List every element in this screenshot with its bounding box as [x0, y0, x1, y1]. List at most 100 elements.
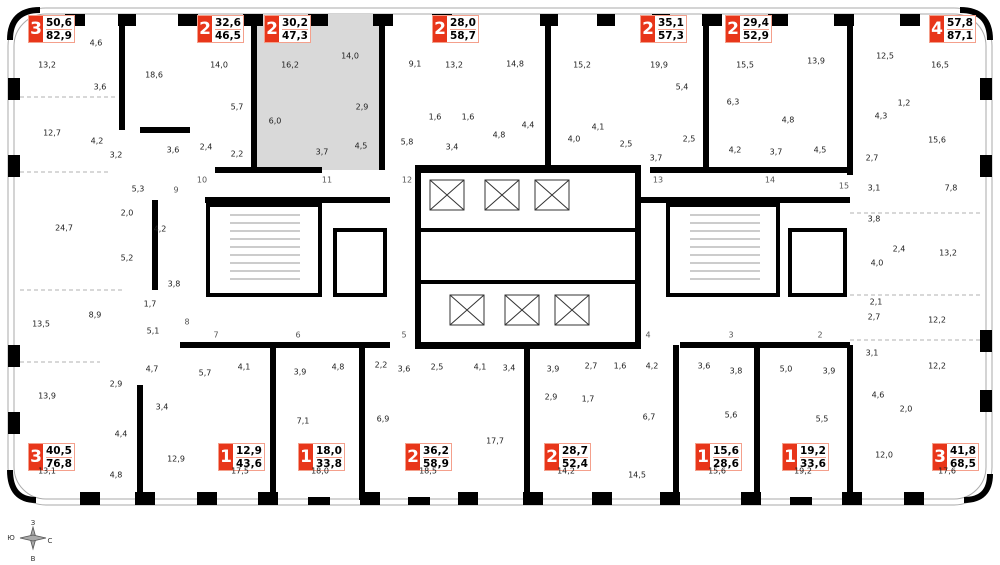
outer-facade [7, 7, 993, 506]
total-area: 28,6 [713, 457, 739, 470]
total-area: 68,5 [950, 457, 976, 470]
apartment-number: 3 [728, 330, 734, 340]
room-area-label: 4,6 [871, 390, 885, 400]
stairs [230, 214, 760, 280]
room-area-label: 13,5 [32, 319, 50, 329]
room-area-label: 15,6 [928, 135, 946, 145]
apartment-number: 2 [817, 330, 823, 340]
room-area-label: 4,2 [728, 145, 742, 155]
room-area-label: 4,4 [114, 429, 128, 439]
room-area-label: 19,9 [650, 60, 668, 70]
living-area: 32,6 [215, 16, 241, 30]
living-area: 57,8 [947, 16, 973, 30]
room-area-label: 5,1 [146, 326, 160, 336]
room-area-label: 19,2 [794, 466, 812, 476]
room-area-label: 3,6 [93, 82, 107, 92]
room-area-label: 4,8 [331, 362, 345, 372]
living-area: 30,2 [282, 16, 308, 30]
room-area-label: 13,9 [38, 391, 56, 401]
room-area-label: 3,1 [867, 183, 881, 193]
room-area-label: 2,4 [892, 244, 906, 254]
total-area: 47,3 [282, 29, 308, 42]
room-area-label: 5,0 [779, 364, 793, 374]
room-count: 3 [933, 444, 947, 470]
room-area-label: 4,8 [492, 130, 506, 140]
room-area-label: 4,7 [145, 364, 159, 374]
room-area-label: 7,8 [944, 183, 958, 193]
apartment-number: 12 [401, 175, 413, 185]
elevators [429, 179, 590, 326]
compass [19, 525, 47, 551]
room-area-label: 15,2 [573, 60, 591, 70]
living-area: 41,8 [950, 444, 976, 458]
room-area-label: 3,7 [769, 147, 783, 157]
room-area-label: 2,7 [867, 312, 881, 322]
room-area-label: 4,6 [89, 38, 103, 48]
room-area-label: 4,4 [521, 120, 535, 130]
room-area-label: 2,9 [544, 392, 558, 402]
room-area-label: 2,4 [199, 142, 213, 152]
room-area-label: 2,5 [619, 139, 633, 149]
room-area-label: 12,9 [167, 454, 185, 464]
room-count: 2 [433, 16, 447, 42]
columns [8, 14, 992, 505]
room-area-label: 4,2 [153, 224, 167, 234]
room-area-label: 3,6 [697, 361, 711, 371]
core [206, 203, 847, 297]
total-area: 58,7 [450, 29, 476, 42]
room-area-label: 1,2 [897, 98, 911, 108]
room-area-label: 2,5 [430, 362, 444, 372]
room-area-label: 15,6 [708, 466, 726, 476]
room-area-label: 4,5 [813, 145, 827, 155]
room-area-label: 17,5 [231, 466, 249, 476]
room-area-label: 3,4 [502, 363, 516, 373]
room-area-label: 12,0 [875, 450, 893, 460]
room-area-label: 3,8 [867, 214, 881, 224]
room-area-label: 3,9 [822, 366, 836, 376]
room-area-label: 2,9 [355, 102, 369, 112]
total-area: 52,9 [743, 29, 769, 42]
room-count: 4 [930, 16, 944, 42]
room-area-label: 3,9 [546, 364, 560, 374]
compass-north-label: З [30, 519, 36, 527]
room-area-label: 5,7 [230, 102, 244, 112]
apartment-number: 15 [838, 181, 850, 191]
room-count: 3 [29, 16, 43, 42]
room-area-label: 3,1 [865, 348, 879, 358]
room-area-label: 17,6 [938, 466, 956, 476]
room-area-label: 4,2 [90, 136, 104, 146]
room-area-label: 16,5 [931, 60, 949, 70]
total-area: 33,6 [800, 457, 826, 470]
room-area-label: 2,1 [869, 297, 883, 307]
compass-east-label: С [47, 537, 53, 545]
compass-west-label: Ю [7, 534, 15, 542]
room-count: 2 [545, 444, 559, 470]
room-area-label: 4,1 [237, 362, 251, 372]
apartment-number: 5 [401, 330, 407, 340]
apartment-number: 4 [645, 330, 651, 340]
compass-south-label: В [30, 555, 36, 563]
room-area-label: 3,4 [445, 142, 459, 152]
living-area: 19,2 [800, 444, 826, 458]
room-area-label: 2,7 [584, 361, 598, 371]
room-area-label: 14,2 [557, 466, 575, 476]
living-area: 40,5 [46, 444, 72, 458]
room-area-label: 3,7 [315, 147, 329, 157]
room-count: 2 [641, 16, 655, 42]
room-area-label: 5,6 [724, 410, 738, 420]
